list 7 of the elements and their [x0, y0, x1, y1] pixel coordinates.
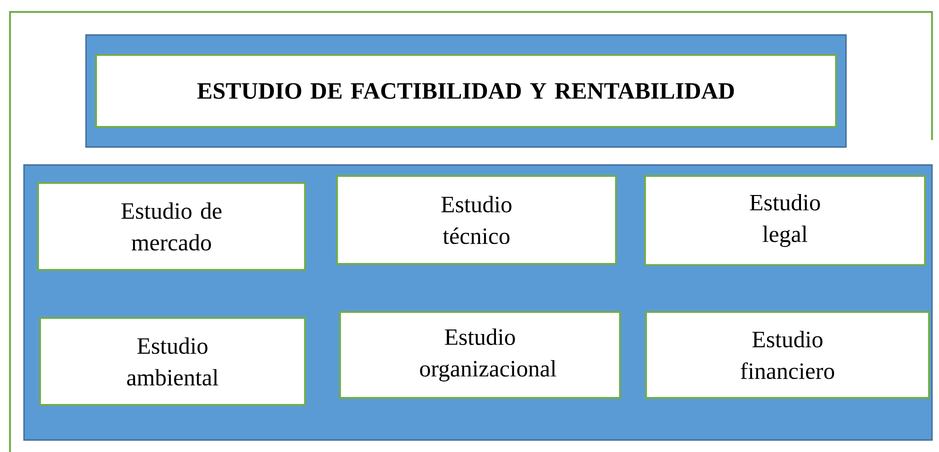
study-box: Estudio de mercado [37, 182, 306, 271]
study-box: Estudio ambiental [39, 317, 306, 406]
study-box: Estudio legal [644, 175, 926, 266]
title-box: ESTUDIO DE FACTIBILIDAD Y RENTABILIDAD [95, 54, 837, 128]
study-box: Estudio técnico [336, 175, 617, 265]
study-box: Estudio financiero [645, 311, 930, 399]
study-box: Estudio organizacional [339, 311, 621, 399]
